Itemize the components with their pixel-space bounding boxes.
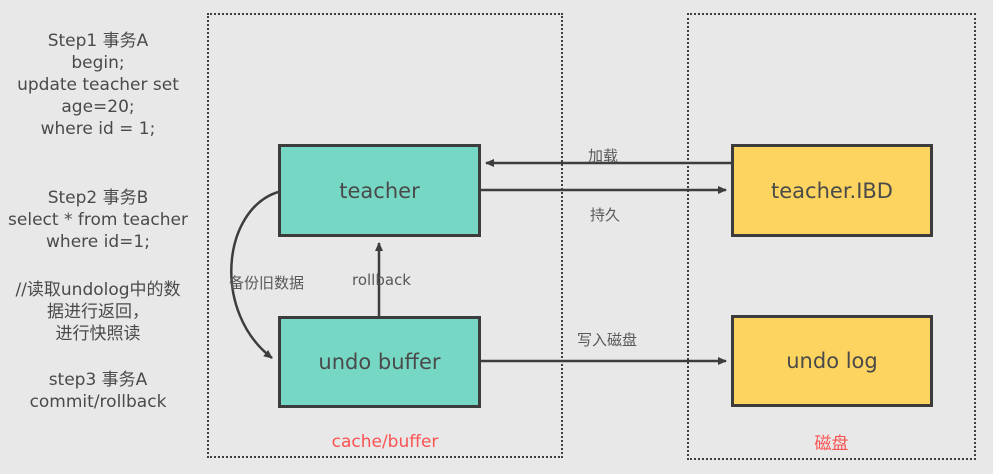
note-line: 进行快照读 [55, 324, 141, 344]
teacher-ibd-node: teacher.IBD [731, 144, 933, 237]
note-line: where id=1; [46, 232, 150, 252]
load-arrow-label: 加载 [588, 147, 619, 165]
disk-region-label: 磁盘 [814, 434, 849, 454]
note-line: age=20; [61, 97, 135, 117]
teacher-ibd-node-label: teacher.IBD [771, 178, 893, 203]
note-line: Step2 事务B [47, 188, 149, 208]
note-line: begin; [71, 53, 125, 73]
write-disk-arrow-label: 写入磁盘 [577, 331, 638, 349]
notes-column: Step1 事务A begin; update teacher set age=… [0, 0, 196, 474]
teacher-node-label: teacher [339, 178, 420, 203]
note-line: commit/rollback [29, 392, 167, 412]
note-line: update teacher set [17, 75, 179, 95]
note-line: //读取undolog中的数 [15, 280, 181, 300]
note-comment: //读取undolog中的数 据进行返回， 进行快照读 [0, 279, 196, 345]
note-line: select * from teacher [8, 210, 188, 230]
note-line: where id = 1; [40, 119, 156, 139]
undo-log-node: undo log [731, 315, 933, 407]
persist-arrow-label: 持久 [590, 206, 621, 224]
note-line: Step1 事务A [47, 31, 149, 51]
teacher-node: teacher [278, 144, 481, 237]
disk-region: 磁盘 [687, 13, 976, 460]
undo-buffer-node-label: undo buffer [318, 350, 441, 374]
backup-old-data-arrow-label: 备份旧数据 [229, 274, 305, 292]
note-step2: Step2 事务B select * from teacher where id… [0, 187, 196, 253]
cache-buffer-region-label: cache/buffer [331, 432, 439, 452]
note-line: 据进行返回， [47, 302, 149, 322]
note-line: step3 事务A [48, 370, 148, 390]
undo-buffer-node: undo buffer [278, 316, 481, 408]
rollback-arrow-label: rollback [352, 271, 411, 289]
cache-buffer-region: cache/buffer [207, 13, 563, 458]
note-step1: Step1 事务A begin; update teacher set age=… [0, 30, 196, 140]
note-step3: step3 事务A commit/rollback [0, 369, 196, 413]
undo-log-node-label: undo log [786, 349, 878, 373]
